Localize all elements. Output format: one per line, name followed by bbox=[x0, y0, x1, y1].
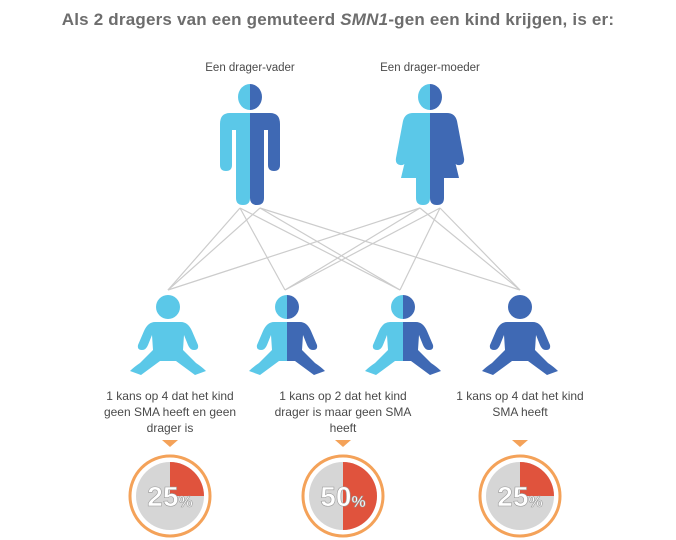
child-carrier-icon bbox=[365, 295, 441, 375]
children-group bbox=[130, 295, 558, 375]
connector-line bbox=[167, 207, 241, 291]
connector-line bbox=[167, 207, 261, 291]
gauges-group: 25% 50% 25% bbox=[128, 454, 562, 538]
connector-line bbox=[439, 207, 521, 291]
father-icon bbox=[220, 84, 280, 205]
child-shape bbox=[403, 295, 415, 319]
child-shape bbox=[482, 322, 520, 375]
mother-label: Een drager-moeder bbox=[380, 62, 480, 74]
percentage-gauge: 50% bbox=[301, 454, 385, 538]
connection-lines bbox=[167, 207, 521, 291]
child-shape bbox=[508, 295, 520, 319]
child-shape bbox=[287, 295, 299, 319]
page-title: Als 2 dragers van een gemuteerd SMN1-gen… bbox=[0, 10, 676, 30]
connector-line bbox=[284, 207, 441, 291]
child-shape bbox=[287, 322, 325, 375]
down-arrow-icon bbox=[512, 440, 528, 447]
child-shape bbox=[130, 322, 168, 375]
down-arrow-icon bbox=[335, 440, 351, 447]
connector-line bbox=[284, 207, 421, 291]
child-shape bbox=[391, 295, 403, 319]
child-shape bbox=[275, 295, 287, 319]
title-gene: SMN1 bbox=[340, 10, 389, 29]
gauge-slice bbox=[170, 462, 204, 496]
father-label: Een drager-vader bbox=[205, 62, 295, 74]
title-prefix: Als 2 dragers van een gemuteerd bbox=[61, 10, 341, 29]
child-shape bbox=[168, 322, 206, 375]
child-shape bbox=[520, 322, 558, 375]
child-shape bbox=[365, 322, 403, 375]
percentage-gauge: 25% bbox=[478, 454, 562, 538]
connector-line bbox=[239, 207, 286, 291]
child-unaffected-icon bbox=[130, 295, 206, 375]
child-shape bbox=[156, 295, 168, 319]
child-affected-icon bbox=[482, 295, 558, 375]
connector-line bbox=[399, 207, 441, 291]
child-shape bbox=[520, 295, 532, 319]
mother-icon bbox=[395, 84, 465, 205]
gauge-slice bbox=[343, 462, 377, 530]
title-suffix: -gen een kind krijgen, is er: bbox=[388, 10, 615, 29]
gauge-label: 50% bbox=[320, 481, 365, 512]
outcome-text-1: 1 kans op 4 dat het kind geen SMA heeft … bbox=[103, 389, 237, 435]
connector-line bbox=[167, 207, 421, 291]
down-arrow-icon bbox=[162, 440, 178, 447]
percentage-gauge: 25% bbox=[128, 454, 212, 538]
child-shape bbox=[403, 322, 441, 375]
connector-line bbox=[259, 207, 521, 291]
connector-line bbox=[239, 207, 401, 291]
gauge-slice bbox=[520, 462, 554, 496]
child-carrier-icon bbox=[249, 295, 325, 375]
child-shape bbox=[168, 295, 180, 319]
gauge-label: 25% bbox=[147, 481, 192, 512]
connector-line bbox=[259, 207, 401, 291]
outcome-text-2: 1 kans op 2 dat het kind drager is maar … bbox=[274, 389, 412, 435]
down-arrows bbox=[162, 440, 528, 447]
outcome-text-3: 1 kans op 4 dat het kind SMA heeft bbox=[456, 389, 584, 419]
connector-line bbox=[419, 207, 521, 291]
gauge-label: 25% bbox=[497, 481, 542, 512]
child-shape bbox=[249, 322, 287, 375]
